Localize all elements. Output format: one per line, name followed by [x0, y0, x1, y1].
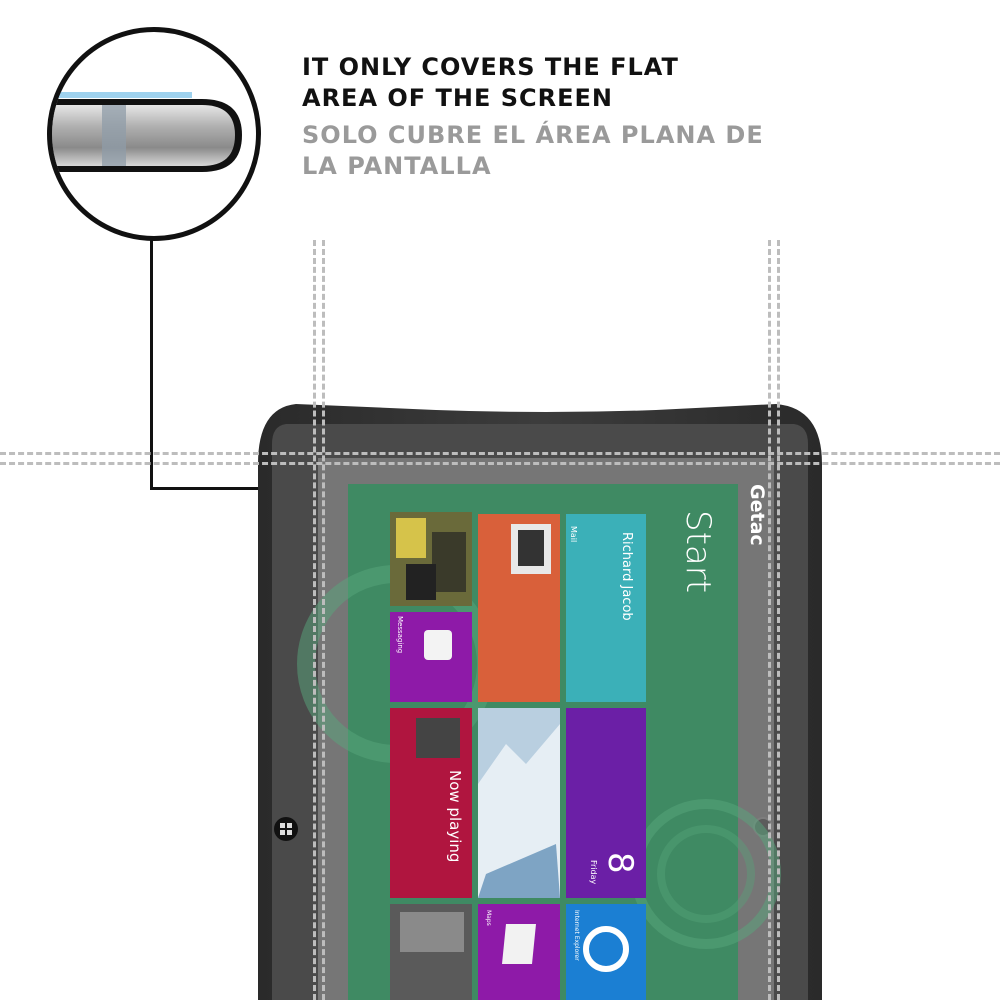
internet-explorer-tile[interactable]	[566, 904, 646, 1000]
guide-line-top-inner	[0, 462, 1000, 465]
guide-line-top-outer	[0, 452, 1000, 455]
internet-explorer-label: Internet Explorer	[573, 910, 580, 961]
headline-spanish: SOLO CUBRE EL ÁREA PLANA DE LA PANTALLA	[302, 120, 764, 182]
calendar-day: 8	[600, 852, 640, 874]
start-screen-title: Start	[678, 510, 718, 594]
zoom-detail-circle	[47, 27, 261, 241]
messaging-icon	[424, 630, 452, 660]
leader-line-vertical	[150, 238, 153, 490]
guide-line-right-outer	[768, 240, 771, 1000]
headline-english-line-1: IT ONLY COVERS THE FLAT	[302, 53, 679, 81]
headline-english: IT ONLY COVERS THE FLAT AREA OF THE SCRE…	[302, 52, 679, 114]
screen-protector-film	[52, 92, 192, 98]
maps-tile-label: Maps	[485, 910, 492, 926]
calendar-weekday: Friday	[589, 860, 598, 885]
mail-tile-sender: Richard Jacob	[619, 532, 634, 621]
cross-section-illustration	[52, 92, 242, 172]
guide-line-right-inner	[777, 240, 780, 1000]
calendar-tile[interactable]	[566, 708, 646, 898]
leader-line-horizontal	[150, 487, 340, 490]
windows-button-icon[interactable]	[274, 817, 298, 841]
device-edge-profile	[52, 105, 235, 166]
messaging-tile-label: Messaging	[396, 616, 404, 654]
guide-line-left-inner	[322, 240, 325, 1000]
guide-line-left-outer	[313, 240, 316, 1000]
mail-tile-label: Mail	[569, 526, 578, 543]
getac-logo: Getac	[746, 484, 768, 546]
rugged-tablet	[258, 404, 822, 1000]
headline-spanish-line-1: SOLO CUBRE EL ÁREA PLANA DE	[302, 121, 764, 149]
headline-spanish-line-2: LA PANTALLA	[302, 152, 492, 180]
maps-icon	[502, 924, 536, 964]
mail-tile[interactable]	[566, 514, 646, 702]
headline-english-line-2: AREA OF THE SCREEN	[302, 84, 613, 112]
internet-explorer-icon	[583, 926, 629, 972]
now-playing-label: Now playing	[446, 770, 464, 863]
